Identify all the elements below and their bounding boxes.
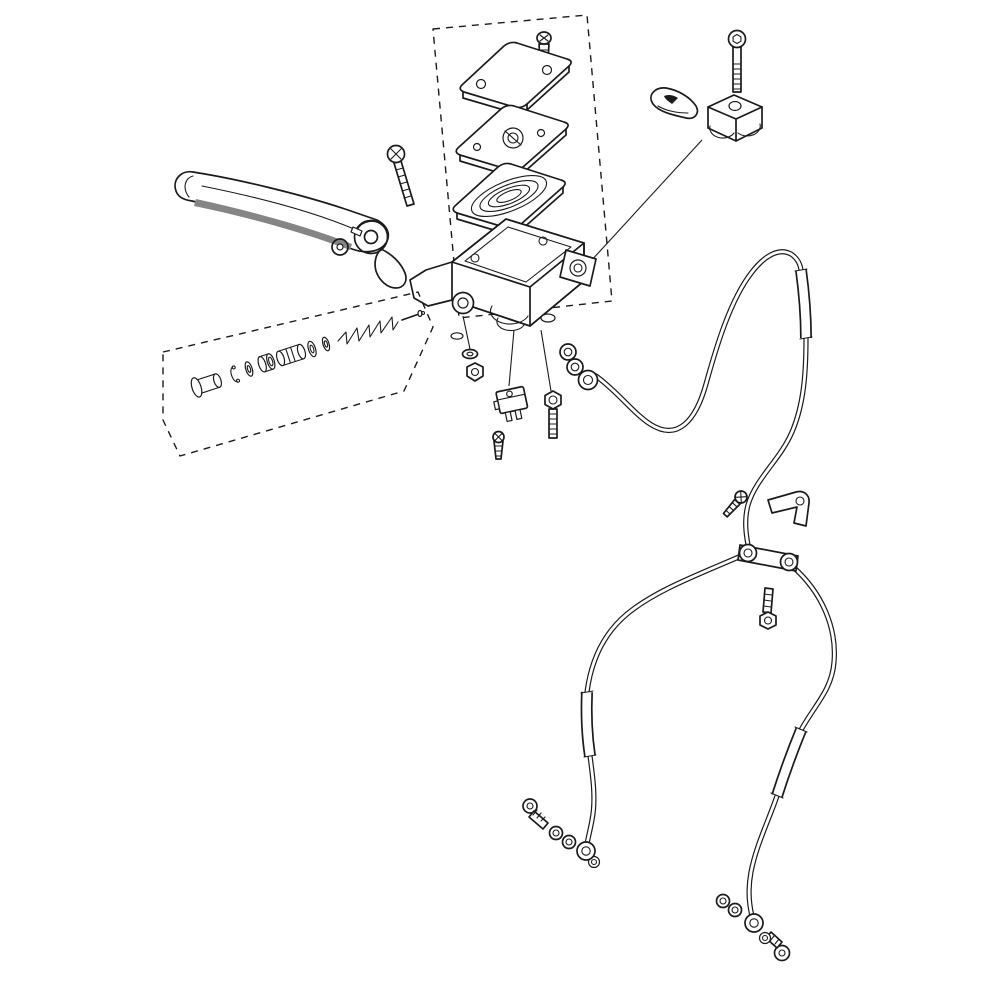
- piston-kit-dashed-outline: [162, 291, 434, 457]
- leader-lines: [462, 139, 703, 392]
- hose-eye-left: [576, 841, 596, 861]
- brake-lever: [174, 170, 407, 289]
- hose-eye-upper: [577, 369, 599, 391]
- lever-pivot-bolt: [386, 144, 415, 207]
- pivot-nut: [466, 362, 484, 382]
- master-cylinder-body: [409, 218, 597, 340]
- switch-screw: [492, 430, 505, 460]
- lever-adjuster: [331, 226, 363, 256]
- pivot-washer: [461, 348, 479, 360]
- brake-hose-left: [584, 553, 744, 847]
- circlip: [230, 365, 241, 383]
- hose-sleeve-upper: [794, 268, 813, 340]
- sealing-washers-right: [715, 893, 772, 945]
- piston: [275, 343, 307, 367]
- junction-screw: [722, 490, 748, 518]
- hose-sleeve-left: [580, 690, 597, 758]
- reservoir-dashed-outline: [432, 14, 613, 319]
- banjo-bolt-left: [522, 798, 549, 830]
- junction-bolt: [759, 587, 777, 630]
- clamp-bolt: [727, 29, 747, 93]
- sealing-washers-upper: [559, 343, 584, 376]
- seal-ring: [307, 340, 317, 358]
- washer: [244, 361, 254, 377]
- hose-sleeve-right: [770, 726, 808, 799]
- handlebar-clamp: [707, 94, 763, 142]
- washer: [321, 336, 331, 352]
- hose-junction: [737, 543, 799, 572]
- junction-bracket: [767, 490, 810, 527]
- return-spring: [337, 316, 399, 345]
- push-rod: [401, 309, 426, 321]
- spring-seat: [190, 373, 223, 398]
- brake-light-switch: [493, 385, 529, 423]
- brake-hose-upper: [593, 249, 809, 548]
- hose-eye-right: [744, 913, 764, 933]
- brake-hose-right: [746, 563, 837, 919]
- lever-boot: [650, 87, 699, 120]
- cup-seal: [257, 353, 276, 373]
- banjo-bolt-upper: [544, 390, 562, 439]
